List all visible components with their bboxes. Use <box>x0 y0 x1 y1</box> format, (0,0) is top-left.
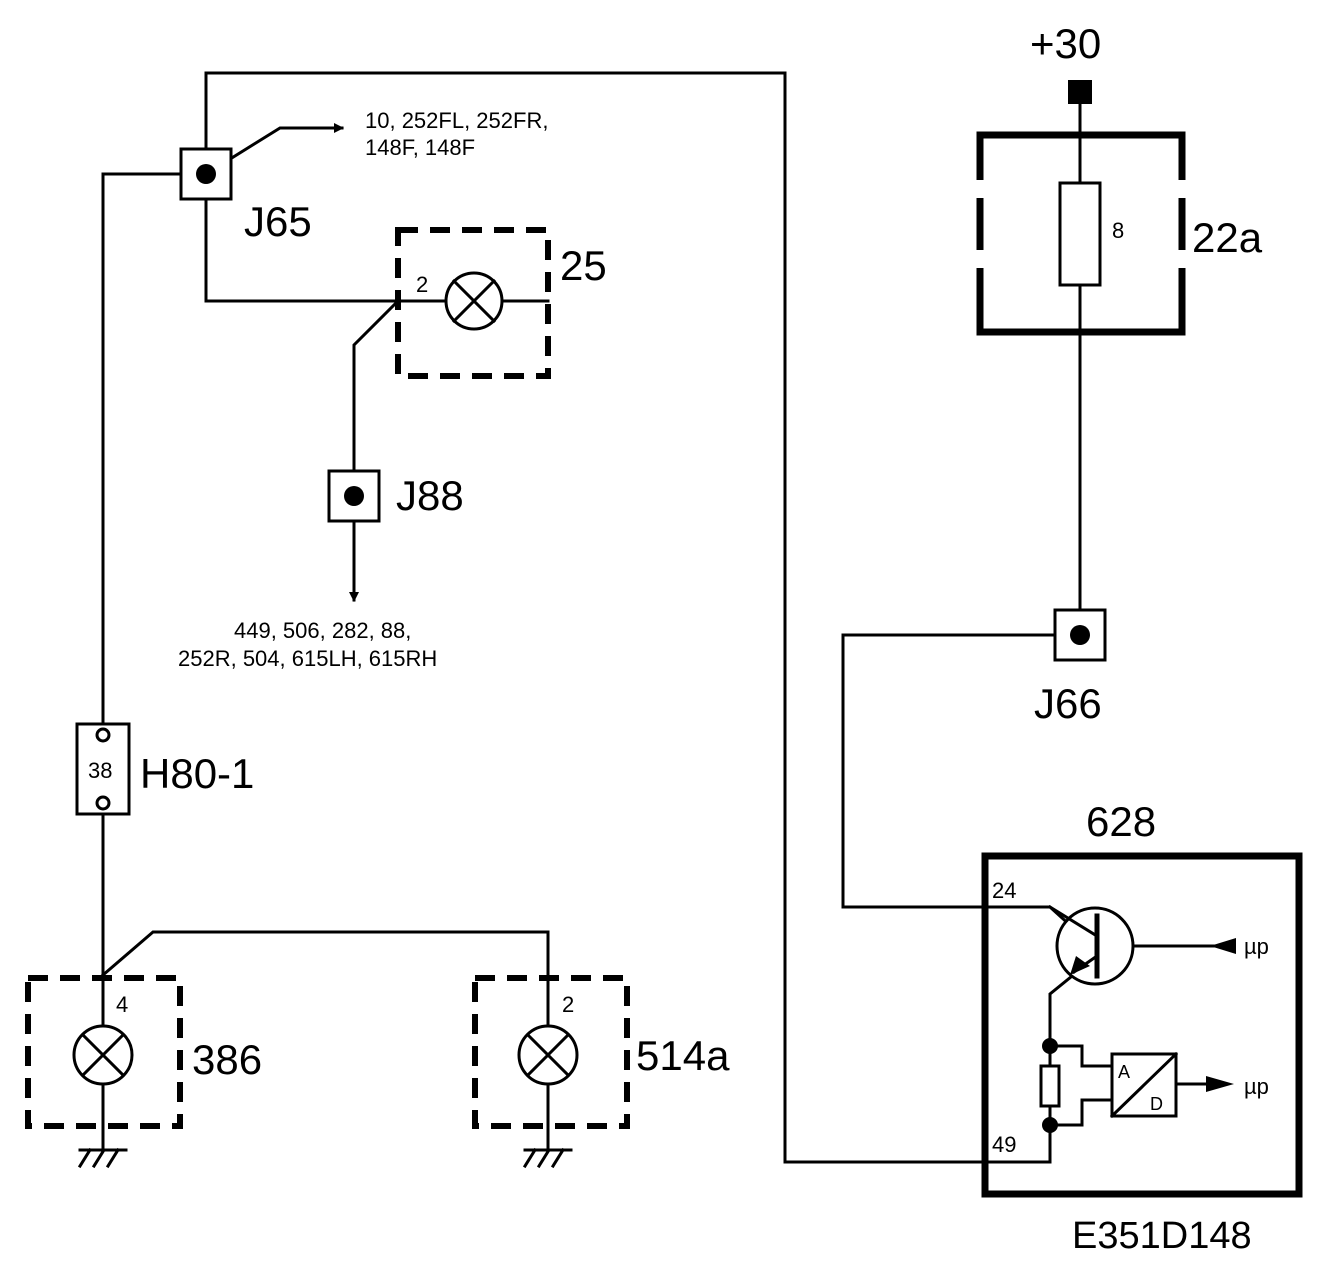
j65-label: J65 <box>244 198 312 245</box>
supply-label: +30 <box>1030 20 1101 67</box>
supply-terminal <box>1068 80 1092 104</box>
module-pin-bottom: 49 <box>992 1132 1016 1157</box>
lamp-514a-pin: 2 <box>562 992 574 1017</box>
wire-lamp25-j88 <box>352 298 401 582</box>
connector-pin: 38 <box>88 758 112 783</box>
wire-ad-top <box>1048 1044 1114 1068</box>
diagram-code: E351D148 <box>1072 1215 1252 1257</box>
junction-j65: J65 <box>179 147 312 245</box>
j66-label: J66 <box>1034 680 1102 727</box>
module-label: 628 <box>1086 798 1156 845</box>
arrow-up-1 <box>1210 938 1236 954</box>
wire-j66-628 <box>841 633 1085 939</box>
j88-refs-line2: 252R, 504, 615LH, 615RH <box>178 646 437 671</box>
fuse-box-label: 22a <box>1192 214 1263 261</box>
wire-j65-left <box>101 172 208 726</box>
arrow-up-2 <box>1206 1076 1234 1092</box>
lamp-386: 4 386 <box>25 975 262 1129</box>
lamp-25-label: 25 <box>560 242 607 289</box>
up-label-2: µp <box>1244 1074 1269 1099</box>
fuse-box-22a: 8 22a <box>976 131 1263 336</box>
junction-j66: J66 <box>1034 608 1107 727</box>
wire-top-loop <box>204 71 1052 1164</box>
fuse-value: 8 <box>1112 218 1124 243</box>
ground-icon <box>522 1147 573 1169</box>
j88-label: J88 <box>396 472 464 519</box>
connector-label: H80-1 <box>140 750 254 797</box>
ad-d-label: D <box>1150 1094 1163 1114</box>
wire-ad-bottom <box>1048 1098 1114 1127</box>
lamp-25: 2 25 <box>395 227 607 379</box>
module-628: 628 24 49 A D µp µp <box>981 798 1303 1198</box>
j88-refs-line1: 449, 506, 282, 88, <box>234 618 411 643</box>
lamp-386-label: 386 <box>192 1036 262 1083</box>
j65-refs-line2: 148F, 148F <box>365 135 475 160</box>
lamp-386-pin: 4 <box>116 992 128 1017</box>
lamp-514a-label: 514a <box>636 1032 730 1079</box>
junction-j88: J88 <box>327 469 464 523</box>
j65-refs-line1: 10, 252FL, 252FR, <box>365 108 548 133</box>
lamp-514a: 2 514a <box>472 975 730 1129</box>
lamp-25-pin: 2 <box>416 272 428 297</box>
ground-icon <box>77 1147 128 1169</box>
up-label-1: µp <box>1244 934 1269 959</box>
wire-j65-lamp25 <box>204 172 447 303</box>
fuse-element <box>1058 181 1102 287</box>
resistor-icon <box>1039 1064 1061 1108</box>
module-pin-top: 24 <box>992 878 1016 903</box>
connector-h80-1: 38 H80-1 <box>75 722 254 816</box>
ad-a-label: A <box>1118 1062 1130 1082</box>
